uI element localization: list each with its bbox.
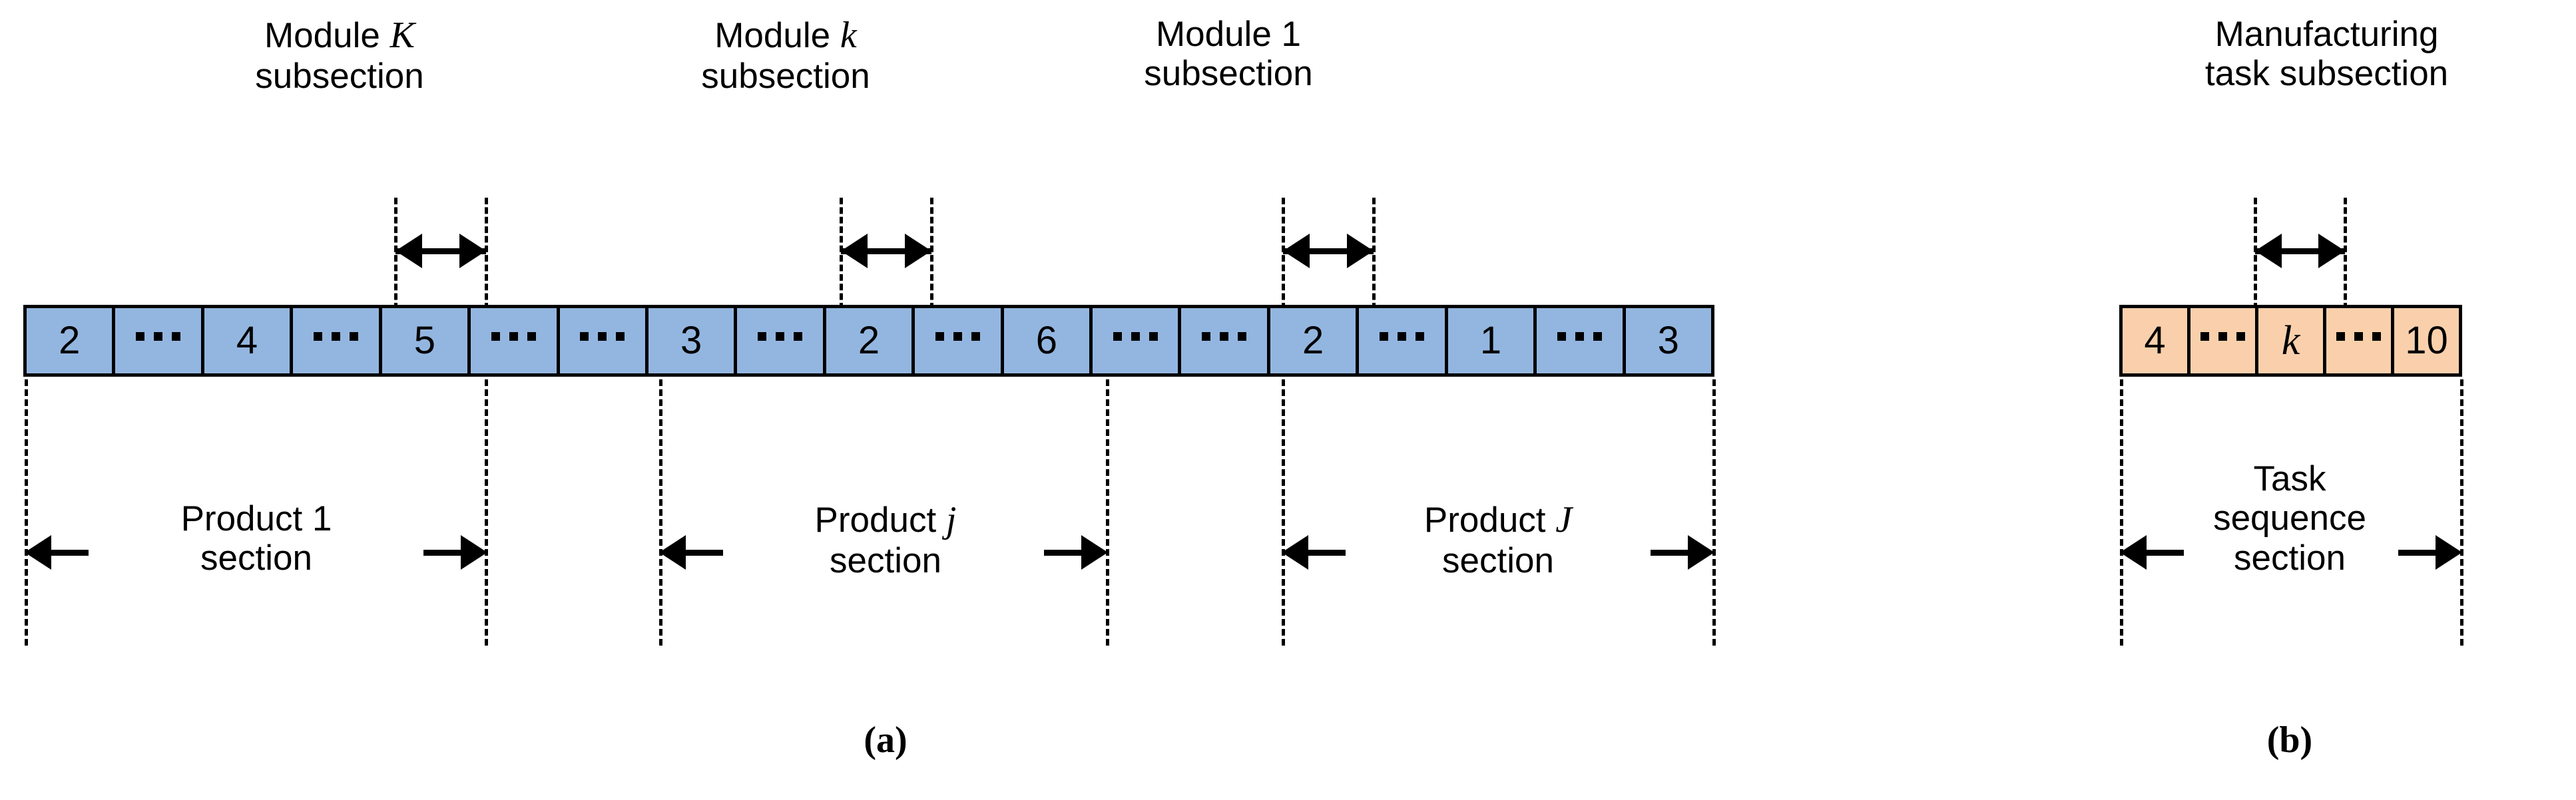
gene-cell[interactable]: 2 [27,308,116,373]
task-section-left-guide [2120,379,2123,646]
arrow-head-right [1688,535,1714,570]
gene-cell-ellipsis [1093,308,1182,373]
gene-cell-ellipsis [1359,308,1448,373]
arrow-shaft [841,248,931,254]
arrow-shaft [423,550,461,556]
task-cell[interactable]: 4 [2123,308,2190,373]
gene-cell-ellipsis [115,308,204,373]
gene-cell-ellipsis [737,308,826,373]
product-j-left-guide [659,379,662,646]
task-cell[interactable]: k [2258,308,2326,373]
product-1-right-guide [485,379,488,646]
arrow-head-right [1347,234,1374,268]
arrow-shaft [2398,550,2436,556]
arrow-head-right [1081,535,1108,570]
gene-cell-ellipsis [559,308,648,373]
product-j-right-guide [1106,379,1109,646]
arrow-head-left [2255,234,2282,268]
task-cell-ellipsis [2190,308,2258,373]
arrow-head-right [459,234,486,268]
arrow-shaft [2147,550,2184,556]
task-cell[interactable]: 10 [2394,308,2459,373]
panel-a-caption: (a) [864,719,907,761]
arrow-head-right [461,535,487,570]
product-1-left-guide [25,379,28,646]
arrow-shaft [1044,550,1081,556]
arrow-head-left [25,535,51,570]
arrow-head-right [2436,535,2462,570]
gene-cell-ellipsis [293,308,382,373]
arrow-head-left [1283,234,1310,268]
arrow-shaft [1651,550,1688,556]
panel-a-product-module-encoding: Module K subsection Module k subsection … [23,15,1716,761]
arrow-shaft [51,550,89,556]
gene-cell[interactable]: 5 [382,308,471,373]
product-J-right-guide [1712,379,1716,646]
arrow-shaft [395,248,486,254]
module-K-right-guide [485,198,488,309]
arrow-shaft [2255,248,2345,254]
panel-b-caption: (b) [2266,719,2313,761]
gene-cell[interactable]: 6 [1003,308,1093,373]
manufacturing-task-subsection-label: Manufacturing task subsection [2204,15,2449,94]
gene-cell[interactable]: 2 [826,308,915,373]
product-j-section-label: Product j section [814,499,957,580]
arrow-head-left [395,234,422,268]
gene-cell-ellipsis [915,308,1004,373]
arrow-head-left [659,535,686,570]
gene-cell-ellipsis [1537,308,1626,373]
product-J-left-guide [1282,379,1285,646]
gene-cell[interactable]: 3 [1625,308,1712,373]
task-section-right-guide [2460,379,2463,646]
gene-cell-ellipsis [1181,308,1270,373]
module-k-right-guide [930,198,933,309]
gene-cell[interactable]: 3 [648,308,738,373]
module-k-subsection-label: Module k subsection [701,15,870,96]
product-J-section-label: Product J section [1423,499,1573,580]
task-subsection-right-guide [2344,198,2347,309]
manufacturing-task-chromosome[interactable]: 4 k 10 [2119,305,2462,377]
task-sequence-section-label: Task sequence section [2213,459,2366,578]
arrow-head-right [2318,234,2345,268]
arrow-shaft [686,550,723,556]
arrow-head-left [1282,535,1308,570]
gene-cell[interactable]: 1 [1447,308,1537,373]
product-module-chromosome[interactable]: 2 4 5 3 2 6 2 1 3 [23,305,1714,377]
arrow-shaft [1308,550,1346,556]
gene-cell[interactable]: 4 [204,308,294,373]
product-1-section-label: Product 1 section [180,499,332,578]
module-K-subsection-label: Module K subsection [255,15,424,96]
arrow-shaft [1283,248,1374,254]
arrow-head-right [905,234,931,268]
arrow-head-left [2120,535,2147,570]
panel-b-task-sequence-encoding: Manufacturing task subsection 4 k 10 Tas… [2077,0,2576,800]
task-cell-ellipsis [2326,308,2394,373]
module-1-subsection-label: Module 1 subsection [1144,15,1313,94]
gene-cell-ellipsis [471,308,560,373]
arrow-head-left [841,234,868,268]
module-1-right-guide [1372,198,1376,309]
gene-cell[interactable]: 2 [1270,308,1360,373]
